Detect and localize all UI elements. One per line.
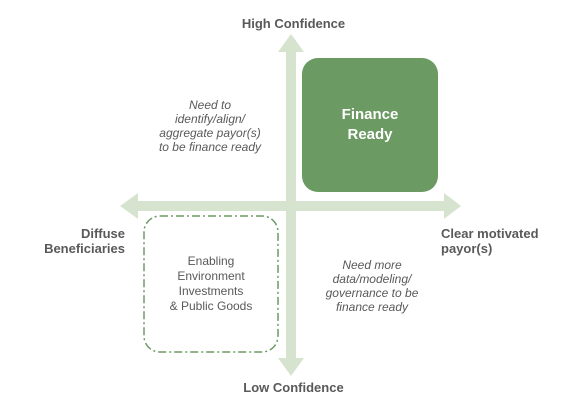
enabling-environment-label: Enabling Environment Investments & Publi…	[169, 254, 253, 313]
horizontal-axis-arrow	[120, 193, 461, 219]
axis-label-clear-motivated-payors: Clear motivated payor(s)	[441, 226, 539, 256]
enabling-environment-box	[143, 215, 279, 353]
axis-label-low-confidence: Low Confidence	[243, 380, 344, 395]
quadrant-note-bottom-right: Need more data/modeling/ governance to b…	[325, 258, 419, 314]
axis-label-diffuse-beneficiaries: Diffuse Beneficiaries	[44, 226, 125, 256]
quadrant-note-top-left: Need to identify/align/ aggregate payor(…	[158, 98, 262, 154]
axis-label-high-confidence: High Confidence	[241, 16, 346, 31]
finance-ready-label: Finance Ready	[341, 106, 399, 143]
finance-ready-box	[302, 58, 438, 192]
